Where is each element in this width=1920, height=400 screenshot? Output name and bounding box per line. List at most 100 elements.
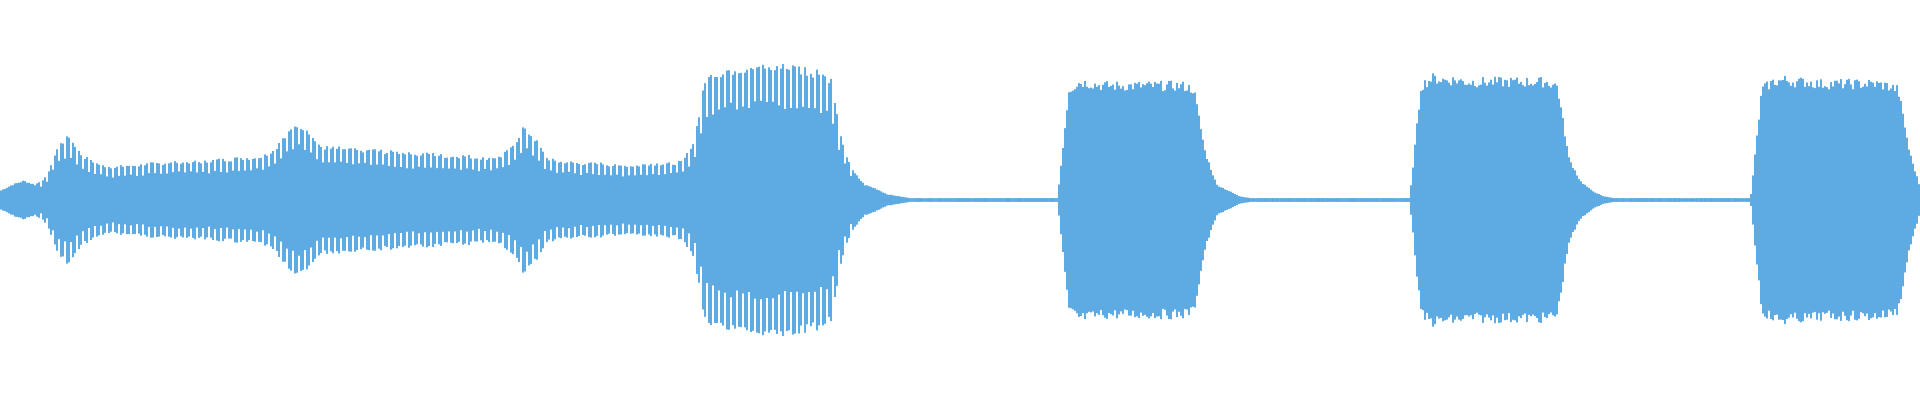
waveform-bar bbox=[1032, 198, 1034, 202]
waveform-bar bbox=[506, 150, 508, 250]
waveform-bar bbox=[56, 149, 58, 251]
waveform-bar bbox=[488, 158, 490, 242]
waveform-bar bbox=[1778, 80, 1780, 320]
waveform-bar bbox=[748, 107, 750, 293]
waveform-bar bbox=[208, 173, 210, 227]
waveform-bar bbox=[1468, 83, 1470, 317]
waveform-bar bbox=[382, 164, 384, 236]
waveform-bar bbox=[1210, 169, 1212, 231]
waveform-bar bbox=[562, 172, 564, 228]
waveform-bar bbox=[1618, 198, 1620, 202]
waveform-bar bbox=[1414, 144, 1416, 256]
waveform-bar bbox=[1104, 82, 1106, 318]
waveform-bar bbox=[860, 180, 862, 220]
waveform-bar bbox=[1466, 84, 1468, 316]
waveform-bar bbox=[1532, 85, 1534, 315]
waveform-bar bbox=[1590, 189, 1592, 211]
waveform-bar bbox=[60, 143, 62, 257]
waveform-bar bbox=[1280, 198, 1282, 202]
waveform-bar bbox=[978, 198, 980, 202]
waveform-bar bbox=[592, 174, 594, 226]
waveform-bar bbox=[692, 144, 694, 256]
waveform-bar bbox=[54, 155, 56, 245]
waveform-bar bbox=[358, 163, 360, 237]
waveform-bar bbox=[142, 175, 144, 225]
waveform-bar bbox=[1820, 79, 1822, 321]
waveform-bar bbox=[304, 149, 306, 251]
waveform-bar bbox=[1272, 198, 1274, 202]
waveform-bar bbox=[886, 194, 888, 206]
waveform-bar bbox=[702, 90, 704, 310]
waveform-bar bbox=[1036, 198, 1038, 202]
waveform-bar bbox=[732, 74, 734, 326]
waveform-bar bbox=[1866, 86, 1868, 314]
waveform-bar bbox=[1818, 86, 1820, 314]
waveform-bar bbox=[870, 186, 872, 214]
waveform-bar bbox=[1298, 198, 1300, 202]
waveform-bar bbox=[1018, 198, 1020, 202]
waveform-bar bbox=[816, 69, 818, 331]
waveform-bar bbox=[848, 161, 850, 239]
waveform-bar bbox=[1378, 198, 1380, 202]
waveform-bar bbox=[512, 145, 514, 255]
waveform-bar bbox=[1900, 100, 1902, 300]
waveform-bar bbox=[1586, 186, 1588, 214]
waveform-bar bbox=[606, 165, 608, 235]
waveform-bar bbox=[1034, 198, 1036, 202]
waveform-bar bbox=[1836, 80, 1838, 320]
waveform-bar bbox=[548, 160, 550, 240]
waveform-bar bbox=[1006, 198, 1008, 202]
waveform-bar bbox=[28, 182, 30, 218]
waveform-bar bbox=[450, 157, 452, 243]
waveform-bar bbox=[20, 182, 22, 218]
waveform-bar bbox=[1016, 198, 1018, 202]
waveform-bar bbox=[1360, 198, 1362, 202]
waveform-bar bbox=[986, 198, 988, 202]
waveform-bar bbox=[1076, 86, 1078, 314]
waveform-bar bbox=[880, 191, 882, 209]
waveform-bar bbox=[1690, 198, 1692, 202]
waveform-bar bbox=[1700, 198, 1702, 202]
waveform-bar bbox=[908, 197, 910, 203]
waveform-bar bbox=[1292, 198, 1294, 202]
waveform-bar bbox=[582, 165, 584, 235]
waveform-bar bbox=[356, 149, 358, 251]
waveform-bar bbox=[1668, 198, 1670, 202]
waveform-bar bbox=[556, 172, 558, 228]
waveform-bar bbox=[1350, 198, 1352, 202]
waveform-bar bbox=[1186, 90, 1188, 310]
waveform-bar bbox=[258, 158, 260, 242]
waveform-bar bbox=[1158, 83, 1160, 317]
waveform-bar bbox=[40, 186, 42, 214]
waveform-bar bbox=[484, 168, 486, 232]
waveform-bar bbox=[1248, 197, 1250, 203]
waveform-bar bbox=[464, 156, 466, 244]
waveform-bar bbox=[954, 198, 956, 202]
waveform-bar bbox=[332, 146, 334, 254]
waveform-bar bbox=[222, 158, 224, 242]
waveform-bar bbox=[132, 165, 134, 235]
waveform-bar bbox=[1768, 89, 1770, 311]
waveform-bar bbox=[1918, 184, 1920, 216]
waveform-bar bbox=[1634, 198, 1636, 202]
waveform-bar bbox=[496, 168, 498, 232]
waveform-bar bbox=[526, 148, 528, 252]
waveform-bar bbox=[1896, 85, 1898, 315]
waveform-bar bbox=[1886, 83, 1888, 317]
waveform-bar bbox=[1514, 79, 1516, 321]
waveform-bar bbox=[462, 155, 464, 245]
waveform-bar bbox=[904, 197, 906, 203]
waveform-bar bbox=[1734, 198, 1736, 202]
waveform-bar bbox=[1276, 198, 1278, 202]
waveform-bar bbox=[726, 70, 728, 330]
waveform-bar bbox=[1330, 198, 1332, 202]
waveform-bar bbox=[458, 158, 460, 242]
waveform-bar bbox=[708, 77, 710, 323]
waveform-bar bbox=[778, 105, 780, 295]
waveform-bar bbox=[564, 163, 566, 237]
waveform-bar bbox=[1770, 81, 1772, 319]
waveform-bar bbox=[894, 195, 896, 205]
waveform-bar bbox=[1172, 88, 1174, 312]
waveform-bar bbox=[1386, 198, 1388, 202]
